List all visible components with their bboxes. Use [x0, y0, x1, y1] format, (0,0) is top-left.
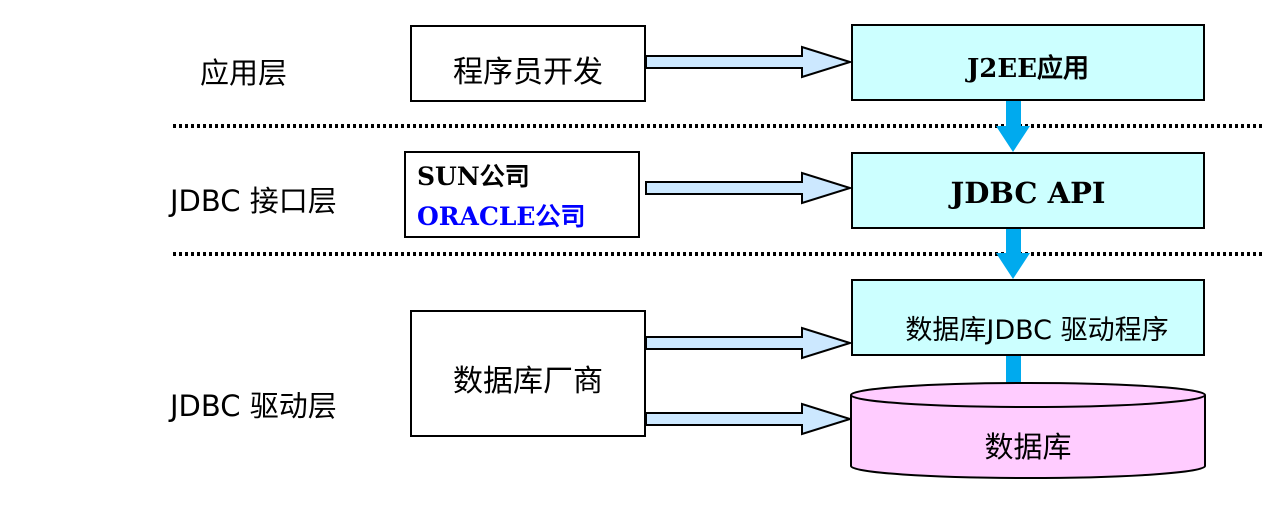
layer-label-jdbc-interface: JDBC 接口层: [170, 184, 337, 218]
down-arrow-j2ee-to-api: [996, 101, 1030, 152]
database-cylinder: [850, 382, 1206, 479]
oracle-company-label: ORACLE公司: [417, 202, 586, 231]
down-arrow-api-to-driver: [996, 229, 1030, 279]
db-vendor-box: 数据库厂商: [410, 310, 646, 437]
database-label: 数据库: [984, 430, 1072, 464]
j2ee-app-label: J2EE应用: [966, 54, 1090, 84]
arrow-developer-to-j2ee: [645, 45, 854, 79]
jdbc-api-label: JDBC API: [950, 176, 1106, 210]
layer-label-jdbc-driver: JDBC 驱动层: [170, 389, 337, 423]
arrow-db-vendor-to-database: [645, 402, 854, 436]
sun-company-label: SUN公司: [417, 162, 530, 191]
jdbc-driver-label: 数据库JDBC 驱动程序: [905, 315, 1169, 346]
db-vendor-label: 数据库厂商: [453, 364, 603, 399]
jdbc-driver-box: 数据库JDBC 驱动程序: [851, 279, 1205, 356]
developer-label: 程序员开发: [453, 55, 603, 90]
jdbc-api-box: JDBC API: [851, 152, 1205, 229]
layer-label-application: 应用层: [200, 56, 288, 90]
arrow-db-vendor-to-driver: [645, 326, 854, 360]
vendor-company-box: SUN公司 ORACLE公司: [404, 151, 640, 238]
j2ee-app-box: J2EE应用: [851, 24, 1205, 101]
arrow-vendors-to-jdbc-api: [645, 171, 854, 205]
